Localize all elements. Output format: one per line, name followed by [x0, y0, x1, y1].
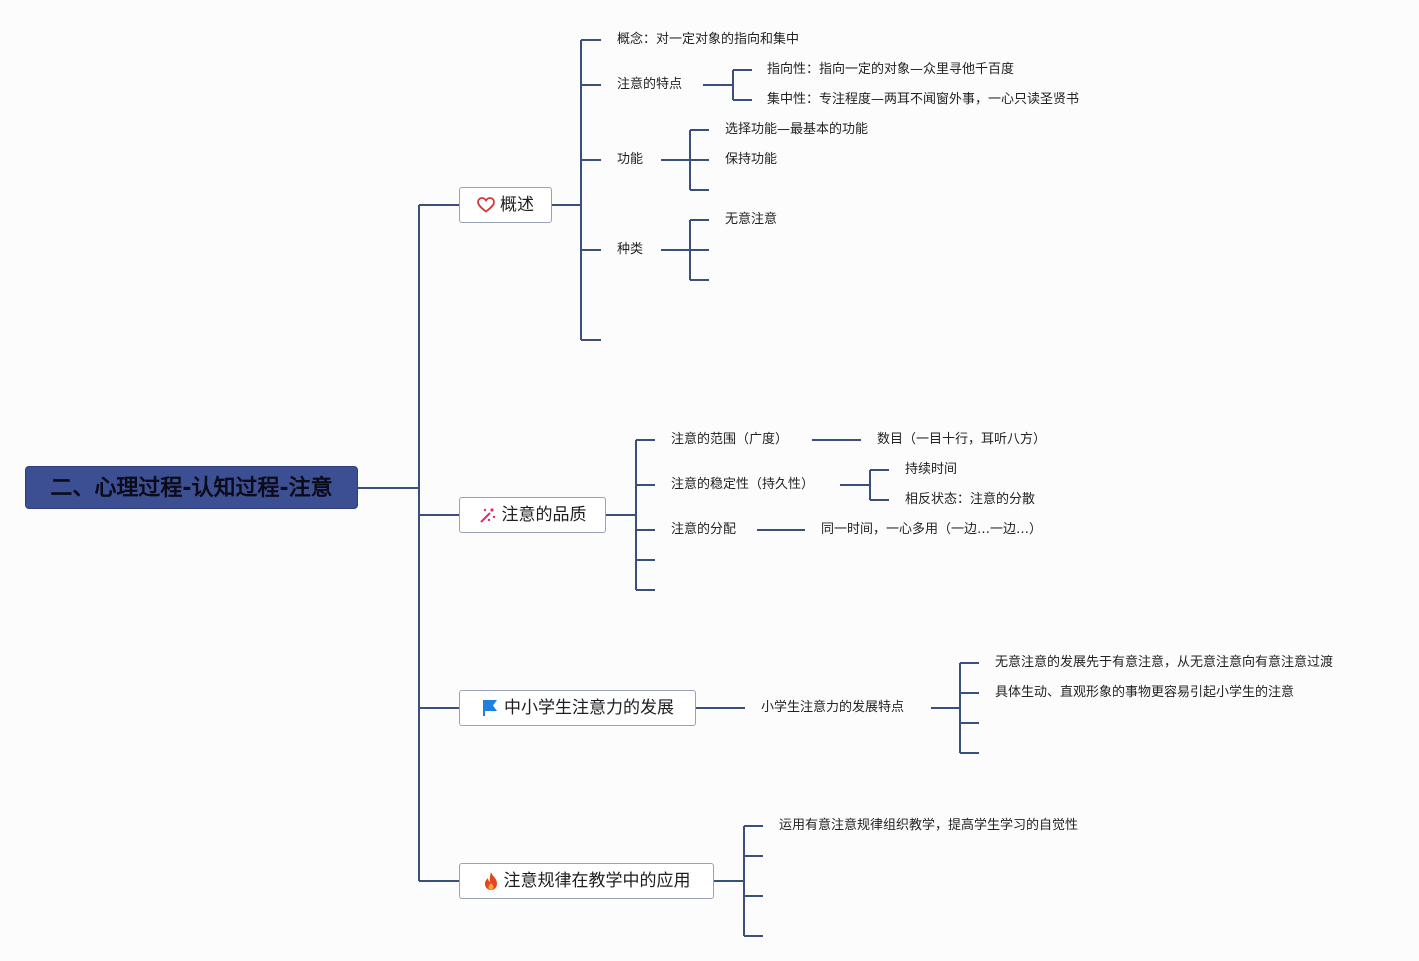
stability-duration[interactable]: 持续时间: [905, 462, 958, 477]
development-item[interactable]: 无意注意的发展先于有意注意，从无意注意向有意注意过渡: [995, 655, 1334, 670]
quality-distribution-value[interactable]: 同一时间，一心多用（一边…一边…）: [821, 522, 1043, 537]
application-item[interactable]: 运用有意注意规律组织教学，提高学生学习的自觉性: [779, 818, 1079, 833]
branch-development[interactable]: 中小学生注意力的发展: [459, 690, 696, 726]
overview-features[interactable]: 注意的特点: [617, 77, 683, 92]
overview-concept[interactable]: 概念：对一定对象的指向和集中: [617, 32, 800, 47]
quality-range[interactable]: 注意的范围（广度）: [671, 432, 789, 447]
quality-distribution[interactable]: 注意的分配: [671, 522, 737, 537]
branch-quality-label: 注意的品质: [501, 505, 587, 525]
root-topic[interactable]: 二、心理过程-认知过程-注意: [25, 466, 358, 509]
feature-concentration[interactable]: 集中性：专注程度—两耳不闻窗外事，一心只读圣贤书: [767, 92, 1080, 107]
flag-icon: [483, 700, 497, 716]
sparkle-icon: [479, 508, 495, 523]
feature-directivity[interactable]: 指向性：指向一定的对象—众里寻他千百度: [767, 62, 1015, 77]
quality-range-value[interactable]: 数目（一目十行，耳听八方）: [877, 432, 1047, 447]
quality-stability[interactable]: 注意的稳定性（持久性）: [671, 477, 815, 492]
branch-overview-label: 概述: [500, 195, 534, 215]
overview-types[interactable]: 种类: [617, 242, 644, 257]
development-item[interactable]: 具体生动、直观形象的事物更容易引起小学生的注意: [995, 685, 1295, 700]
development-feature[interactable]: 小学生注意力的发展特点: [761, 700, 905, 715]
overview-functions[interactable]: 功能: [617, 152, 644, 167]
function-maintain[interactable]: 保持功能: [725, 152, 778, 167]
branch-overview[interactable]: 概述: [459, 187, 552, 223]
type-involuntary[interactable]: 无意注意: [725, 212, 778, 227]
heart-icon: [477, 197, 495, 213]
branch-application[interactable]: 注意规律在教学中的应用: [459, 863, 714, 899]
function-select[interactable]: 选择功能—最基本的功能: [725, 122, 869, 137]
branch-development-label: 中小学生注意力的发展: [504, 698, 674, 718]
stability-opposite[interactable]: 相反状态：注意的分散: [905, 492, 1036, 507]
branch-quality[interactable]: 注意的品质: [459, 497, 606, 533]
fire-icon: [484, 872, 497, 890]
branch-application-label: 注意规律在教学中的应用: [503, 871, 691, 891]
